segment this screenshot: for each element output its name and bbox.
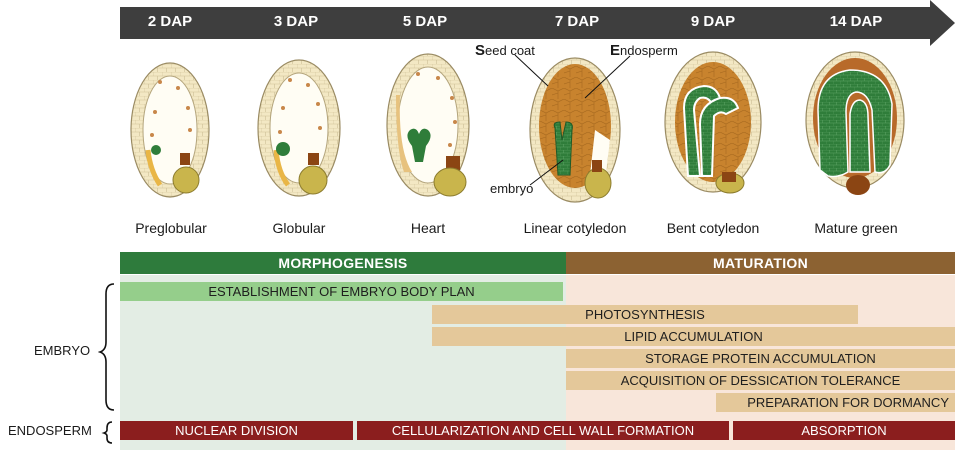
seed-preglobular <box>131 63 209 197</box>
seed-coat-leader <box>515 55 548 86</box>
seed-globular <box>258 60 340 196</box>
endosperm-brace <box>104 422 112 443</box>
stage-label: Heart <box>353 220 503 236</box>
process-bar-photosynthesis: PHOTOSYNTHESIS <box>432 305 858 324</box>
embryo-group-label: EMBRYO <box>34 343 90 358</box>
process-bar-dessication: ACQUISITION OF DESSICATION TOLERANCE <box>566 371 955 390</box>
embryo-brace <box>100 284 114 410</box>
stage-label: Linear cotyledon <box>500 220 650 236</box>
endosperm-callout: Endosperm <box>610 42 678 59</box>
endosperm-group-label: ENDOSPERM <box>8 423 92 438</box>
process-bar-dormancy: PREPARATION FOR DORMANCY <box>716 393 955 412</box>
seed-coat-callout: Seed coat <box>475 42 535 59</box>
process-bar-body-plan: ESTABLISHMENT OF EMBRYO BODY PLAN <box>120 282 563 301</box>
process-bar-cellularization: CELLULARIZATION AND CELL WALL FORMATION <box>357 421 729 440</box>
seed-heart <box>387 54 469 196</box>
maturation-header: MATURATION <box>566 252 955 274</box>
process-bar-lipid: LIPID ACCUMULATION <box>432 327 955 346</box>
stage-label: Bent cotyledon <box>638 220 788 236</box>
seed-illustrations <box>0 0 955 245</box>
group-braces <box>98 280 118 445</box>
morphogenesis-header: MORPHOGENESIS <box>120 252 566 274</box>
seed-linear-cotyledon <box>530 58 620 202</box>
process-bar-nuclear-division: NUCLEAR DIVISION <box>120 421 353 440</box>
stage-label: Mature green <box>781 220 931 236</box>
seed-mature-green <box>806 52 904 195</box>
process-bar-absorption: ABSORPTION <box>733 421 955 440</box>
process-bar-storage-protein: STORAGE PROTEIN ACCUMULATION <box>566 349 955 368</box>
stage-label: Globular <box>224 220 374 236</box>
seed-bent-cotyledon <box>665 52 761 193</box>
embryo-callout: embryo <box>490 181 533 196</box>
